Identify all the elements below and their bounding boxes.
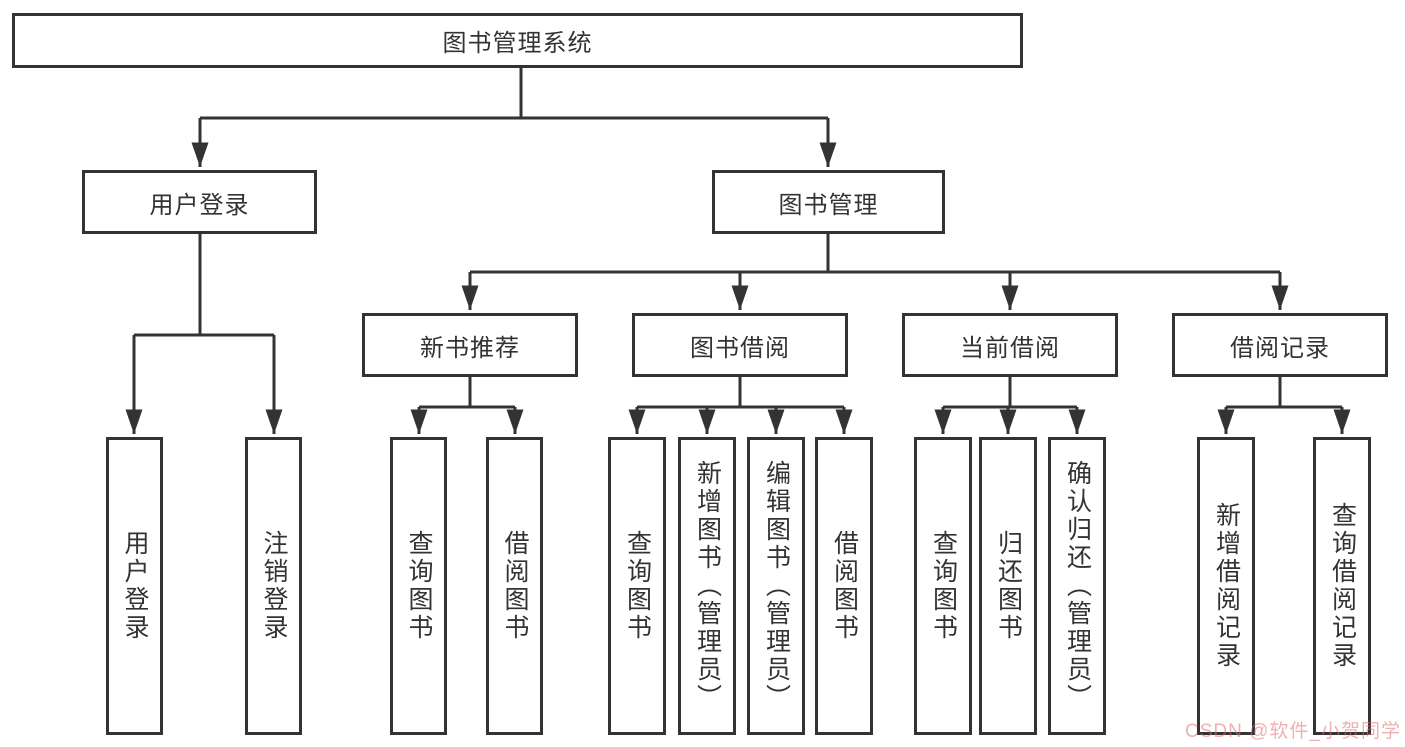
node-query-books-borrow-label: 查询图书	[623, 530, 652, 642]
connectors-book-borrow	[628, 377, 853, 434]
node-book-mgmt: 图书管理	[712, 170, 945, 234]
node-login: 用户登录	[106, 437, 163, 735]
connectors-book-mgmt	[461, 234, 1289, 310]
node-query-books-recommend: 查询图书	[390, 437, 447, 735]
node-confirm-return-admin: 确认归还（管理员）	[1048, 437, 1106, 735]
node-query-borrow-record-label: 查询借阅记录	[1328, 502, 1357, 670]
node-query-books-recommend-label: 查询图书	[405, 530, 433, 642]
connectors-root	[191, 68, 837, 167]
node-query-books-borrow: 查询图书	[608, 437, 666, 735]
node-new-book-recommend: 新书推荐	[362, 313, 578, 377]
connectors-user-login	[125, 234, 283, 434]
node-add-books-admin-label: 新增图书（管理员）	[693, 460, 722, 712]
node-borrow-books-recommend: 借阅图书	[486, 437, 543, 735]
node-edit-books-admin: 编辑图书（管理员）	[747, 437, 805, 735]
node-login-label: 用户登录	[121, 530, 149, 642]
node-root: 图书管理系统	[12, 13, 1023, 68]
node-query-borrow-record: 查询借阅记录	[1313, 437, 1371, 735]
connectors-borrow-records	[1217, 377, 1351, 434]
node-edit-books-admin-label: 编辑图书（管理员）	[762, 460, 791, 712]
node-logout-label: 注销登录	[260, 530, 288, 642]
node-query-books-current: 查询图书	[914, 437, 972, 735]
node-user-login: 用户登录	[82, 170, 317, 234]
node-add-borrow-record-label: 新增借阅记录	[1212, 502, 1241, 670]
connectors-current-borrow	[934, 377, 1086, 434]
node-borrow-books: 借阅图书	[815, 437, 873, 735]
node-add-books-admin: 新增图书（管理员）	[678, 437, 736, 735]
node-borrow-records: 借阅记录	[1172, 313, 1388, 377]
node-confirm-return-admin-label: 确认归还（管理员）	[1063, 460, 1092, 712]
watermark: CSDN @软件_小贺同学	[1185, 721, 1401, 742]
node-borrow-books-label: 借阅图书	[830, 530, 859, 642]
node-return-books-label: 归还图书	[994, 530, 1023, 642]
node-current-borrow: 当前借阅	[902, 313, 1118, 377]
node-return-books: 归还图书	[979, 437, 1037, 735]
node-query-books-current-label: 查询图书	[929, 530, 958, 642]
node-borrow-books-recommend-label: 借阅图书	[501, 530, 529, 642]
node-logout: 注销登录	[245, 437, 302, 735]
node-book-borrow: 图书借阅	[632, 313, 848, 377]
connectors-new-book-recommend	[410, 377, 524, 434]
node-add-borrow-record: 新增借阅记录	[1197, 437, 1255, 735]
